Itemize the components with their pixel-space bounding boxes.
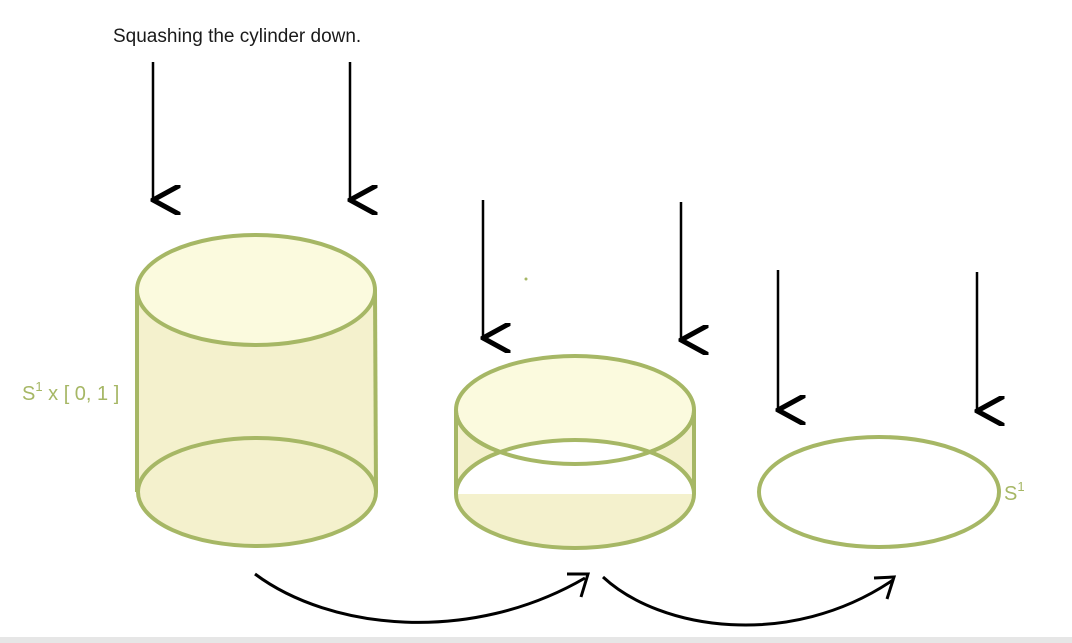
down-arrows <box>153 62 977 411</box>
tall-cylinder-top-ellipse <box>135 233 377 347</box>
circle-label-base: S <box>1004 483 1018 505</box>
tall-cylinder <box>135 233 378 548</box>
curved-arrow-1-head <box>567 572 591 598</box>
cylinder-label: S1 x [ 0, 1 ] <box>22 379 120 406</box>
curved-arrow-2 <box>601 575 894 627</box>
curved-arrow-1 <box>254 572 586 624</box>
cylinder-label-base: S <box>22 383 36 405</box>
curved-arrows <box>254 572 897 627</box>
short-cylinder-top-front-arc <box>454 409 696 466</box>
tall-cylinder-bottom-ellipse <box>136 436 378 548</box>
bottom-rule <box>0 637 1072 643</box>
short-cylinder <box>454 354 696 550</box>
circle-label-exponent: 1 <box>1017 479 1025 494</box>
tall-cylinder-right-edge <box>373 289 378 493</box>
cylinder-label-interval: x [ 0, 1 ] <box>48 383 120 405</box>
diagram-caption: Squashing the cylinder down. <box>113 26 362 47</box>
stray-dot <box>524 277 528 281</box>
circle-s1 <box>757 435 1001 549</box>
short-cylinder-inner-arc <box>454 438 696 495</box>
circle-label: S1 <box>1004 479 1025 506</box>
cylinder-label-exponent: 1 <box>35 379 43 394</box>
curved-arrow-2-head <box>873 575 897 600</box>
